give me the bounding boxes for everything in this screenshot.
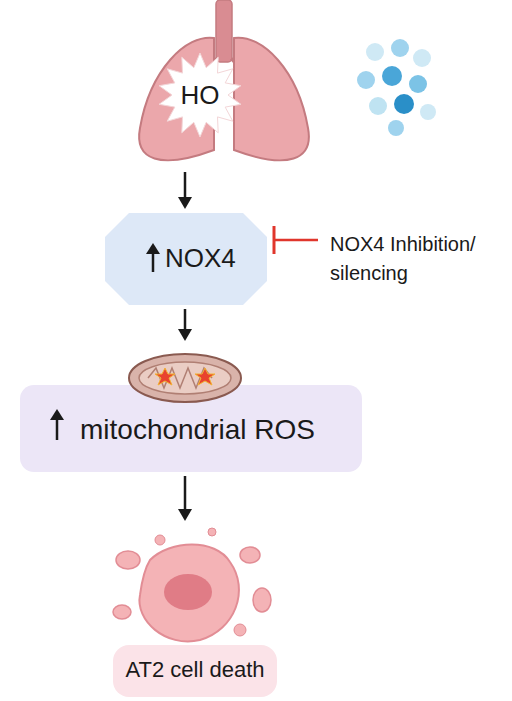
pills-illustration	[357, 39, 436, 136]
stimulus-node: HO	[135, 0, 315, 168]
arrow-connector	[178, 172, 192, 209]
lungs-illustration	[139, 0, 309, 160]
node-label: HO	[160, 80, 240, 111]
arrow-connector	[178, 476, 192, 521]
mitochondrion-illustration	[129, 354, 241, 402]
increase-arrow-symbol	[146, 243, 160, 272]
node-outline	[135, 0, 315, 168]
outcome-band: AT2 cell death	[113, 525, 277, 697]
band-shape	[113, 645, 277, 697]
node-label: NOX4 Inhibition/ silencing	[330, 230, 485, 288]
starburst-shape	[159, 53, 241, 137]
arrow-connector	[178, 309, 192, 341]
inhibitor-node: NOX4 Inhibition/ silencing	[325, 35, 485, 290]
dead-cells-illustration	[113, 528, 271, 641]
node-label: mitochondrial ROS	[80, 413, 360, 447]
node-label: NOX4	[165, 243, 265, 274]
increase-arrow-symbol	[50, 409, 64, 440]
octagon-node: NOX4	[105, 213, 267, 305]
node-label: AT2 cell death	[113, 657, 277, 683]
octagon-shape	[105, 213, 267, 305]
inhibition-connector	[274, 226, 318, 254]
